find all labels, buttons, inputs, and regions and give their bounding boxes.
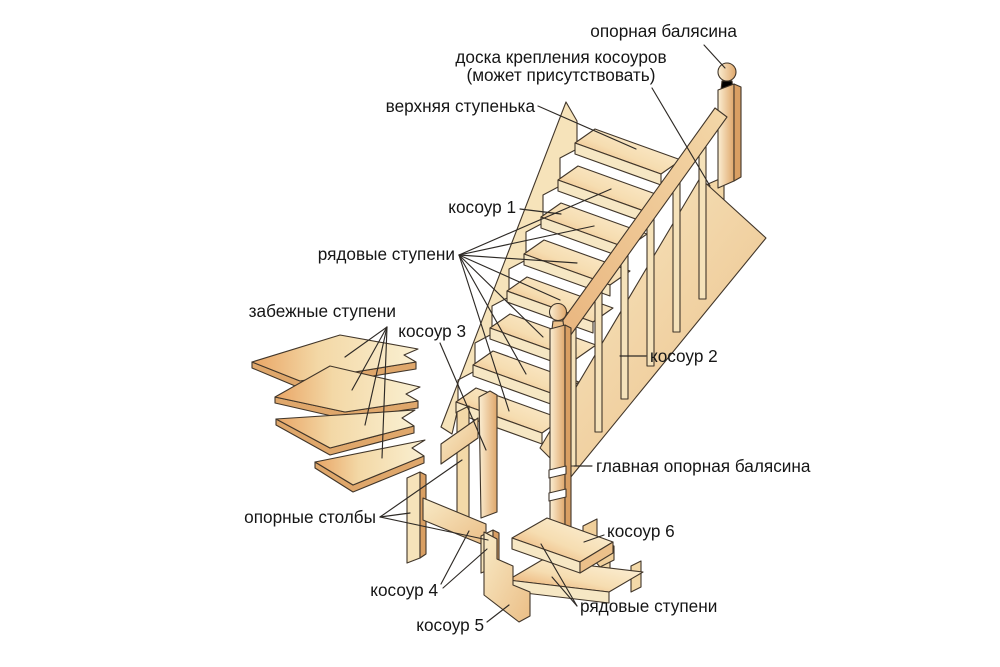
label-top-step: верхняя ступенька (386, 96, 536, 116)
leader-support-posts (379, 459, 489, 541)
label-kosour-6: косоур 6 (607, 521, 675, 541)
label-winder-steps: забежные ступени (249, 301, 396, 321)
leader-kosour-6 (583, 534, 605, 543)
kosour5-stringer (483, 531, 531, 623)
label-regular-steps-bottom: рядовые ступени (580, 596, 717, 616)
label-kosour-1: косоур 1 (448, 197, 516, 217)
label-mount-board-line1: доска крепления косоуров (455, 47, 666, 67)
winder-tread (314, 439, 426, 493)
balusters (568, 135, 707, 467)
label-kosour-2: косоур 2 (650, 346, 718, 366)
winder-steps (251, 334, 426, 493)
winder-stringer-stub (440, 417, 479, 465)
label-main-baluster: главная опорная балясина (596, 456, 811, 476)
leader-kosour-4 (440, 530, 488, 589)
labels: опорная балясина доска крепления косоуро… (244, 21, 811, 635)
label-top-baluster: опорная балясина (590, 21, 737, 41)
winder-tread (275, 409, 416, 456)
leader-regular-steps-bottom (540, 543, 578, 607)
leader-kosour-5 (486, 604, 510, 623)
leader-top-baluster (703, 44, 726, 69)
bottom-flight (480, 517, 644, 623)
mortise-notch (548, 488, 567, 502)
top-newel-post (717, 62, 742, 189)
bottom-tread-lower (507, 559, 644, 604)
tread (574, 128, 682, 186)
support-posts (406, 390, 498, 564)
kosour3-board (478, 390, 498, 519)
bottom-tread-upper (511, 517, 614, 574)
leader-lines (344, 44, 726, 623)
label-regular-steps-main: рядовые ступени (318, 244, 455, 264)
label-kosour-5: косоур 5 (416, 615, 484, 635)
label-kosour-3: косоур 3 (398, 321, 466, 341)
ball-finial-icon (717, 62, 737, 82)
kosour1-stringer (440, 101, 578, 435)
ball-finial-icon (548, 302, 568, 322)
leader-regular-steps-main (458, 188, 612, 412)
leader-mount-board (651, 87, 711, 187)
kosour4-board (422, 497, 487, 547)
main-newel-post (548, 302, 572, 575)
label-kosour-4: косоур 4 (370, 580, 438, 600)
label-support-posts: опорные столбы (244, 507, 376, 527)
label-mount-board-line2: (может присутствовать) (466, 65, 655, 85)
leader-top-step (537, 105, 637, 150)
mortise-notch (548, 465, 567, 479)
leader-kosour-3 (439, 342, 487, 451)
leader-winder-steps (344, 326, 388, 459)
